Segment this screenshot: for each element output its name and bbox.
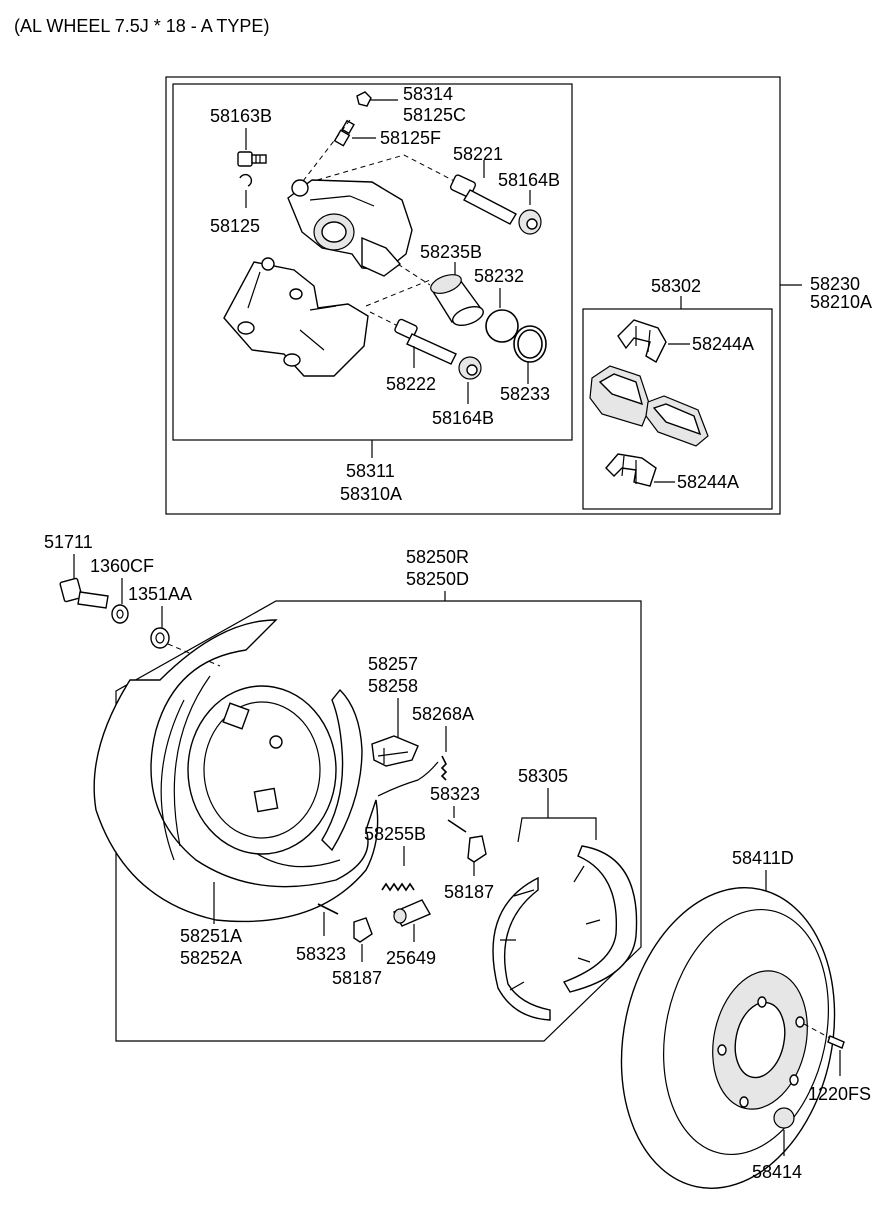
label-58233: 58233 <box>500 384 550 404</box>
label-58411D: 58411D <box>732 848 794 868</box>
label-58187-top: 58187 <box>444 882 494 902</box>
brake-pad-right-part <box>645 395 709 447</box>
label-58244A-top: 58244A <box>692 334 754 354</box>
guide-bolt-part <box>237 151 267 167</box>
label-58125C: 58125C <box>403 105 466 125</box>
label-58164B-bot: 58164B <box>432 408 494 428</box>
label-58305: 58305 <box>518 766 568 786</box>
guide-pin-lower-part <box>394 318 457 365</box>
rotor-plug-part <box>773 1107 795 1129</box>
label-58187-bot: 58187 <box>332 968 382 988</box>
spring-58268A-part <box>440 755 448 781</box>
hold-pin-top-part <box>447 819 467 833</box>
hold-pin-bot-part <box>317 903 339 915</box>
label-58250D: 58250D <box>406 569 469 589</box>
label-58323-top: 58323 <box>430 784 480 804</box>
brake-shoe-left-part <box>492 876 551 1021</box>
label-58268A: 58268A <box>412 704 474 724</box>
label-58302: 58302 <box>651 276 701 296</box>
label-1220FS: 1220FS <box>808 1084 871 1104</box>
clip-58125-part <box>239 173 253 187</box>
caliper-assembly-box <box>165 76 781 515</box>
strut-part <box>393 899 431 927</box>
label-58250R: 58250R <box>406 547 469 567</box>
rotor-screw-part <box>827 1035 845 1049</box>
caliper-body-part <box>287 179 413 277</box>
boot-lower-part <box>458 356 482 380</box>
backing-plate-box <box>115 600 642 1042</box>
label-58210A: 58210A <box>810 292 872 312</box>
piston-part <box>430 274 484 326</box>
label-58255B: 58255B <box>364 824 426 844</box>
label-58221: 58221 <box>453 144 503 164</box>
label-58258: 58258 <box>368 676 418 696</box>
label-25649: 25649 <box>386 948 436 968</box>
label-58310A: 58310A <box>340 484 402 504</box>
label-58232: 58232 <box>474 266 524 286</box>
label-58314: 58314 <box>403 84 453 104</box>
adjuster-part <box>371 735 439 797</box>
label-58252A: 58252A <box>180 948 242 968</box>
label-58230: 58230 <box>810 274 860 294</box>
diagram-title: (AL WHEEL 7.5J * 18 - A TYPE) <box>14 16 269 36</box>
label-58222: 58222 <box>386 374 436 394</box>
lock-washer-part <box>111 604 129 624</box>
label-58164B-top: 58164B <box>498 170 560 190</box>
hold-cup-top-part <box>467 835 487 863</box>
pad-kit-box <box>582 308 773 510</box>
mounting-bolt-part <box>59 577 109 609</box>
brake-pad-left-part <box>589 365 651 427</box>
hold-cup-bot-part <box>353 917 373 943</box>
bleeder-screw-part <box>333 119 355 147</box>
label-58163B: 58163B <box>210 106 272 126</box>
label-51711: 51711 <box>44 532 93 552</box>
label-58311: 58311 <box>346 461 395 481</box>
bleeder-cap-part <box>356 91 372 107</box>
label-58235B: 58235B <box>420 242 482 262</box>
caliper-carrier-part <box>223 257 369 377</box>
backing-plate-part <box>93 619 379 923</box>
label-58125: 58125 <box>210 216 260 236</box>
pad-clip-upper-part <box>617 319 667 363</box>
boot-upper-part <box>518 209 542 235</box>
label-58323-bot: 58323 <box>296 944 346 964</box>
label-58251A: 58251A <box>180 926 242 946</box>
label-58244A-bot: 58244A <box>677 472 739 492</box>
dust-boot-part <box>517 329 543 359</box>
brake-shoe-right-part <box>562 845 638 993</box>
return-spring-part <box>381 882 415 892</box>
label-58414: 58414 <box>752 1162 802 1182</box>
washer-part <box>150 627 170 649</box>
label-1351AA: 1351AA <box>128 584 192 604</box>
piston-seal-part <box>485 309 519 343</box>
label-58125F: 58125F <box>380 128 441 148</box>
guide-pin-upper-part <box>449 174 517 225</box>
label-1360CF: 1360CF <box>90 556 154 576</box>
pad-clip-lower-part <box>605 453 657 487</box>
label-58257: 58257 <box>368 654 418 674</box>
